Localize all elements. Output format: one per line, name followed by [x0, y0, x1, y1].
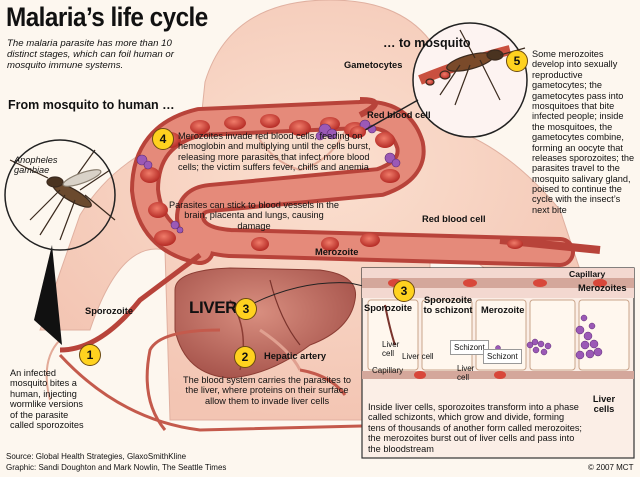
stage-3-badge: 3: [393, 280, 415, 302]
blood-vessel-loop: [129, 97, 575, 267]
label-capillary-top: Capillary: [569, 269, 606, 279]
pointer-line: [249, 282, 373, 306]
label-schizont-b: Schizont: [483, 349, 522, 364]
page-title: Malaria’s life cycle: [6, 2, 208, 32]
label-red-blood-cell-mid: Red blood cell: [422, 214, 486, 224]
stage-2-title: Hepatic artery: [264, 351, 327, 361]
magnifier-circle-left: [4, 139, 116, 251]
stage-5-text: Some merozoites develop into sexually re…: [532, 49, 635, 215]
label-capillary-bottom: Capillary: [372, 366, 404, 375]
liver-organ: [174, 267, 357, 379]
label-merozoite-vessel: Merozoite: [315, 247, 359, 257]
hepatic-artery: [145, 328, 221, 431]
section-to-mosquito: … to mosquito: [383, 36, 471, 50]
credit-source: Source: Global Health Strategies, GlaxoS…: [6, 452, 187, 461]
lower-vessel: [58, 353, 401, 432]
parasites-note: Parasites can stick to blood vessels in …: [168, 200, 340, 231]
intro-text: The malaria parasite has more than 10 di…: [7, 38, 174, 72]
red-blood-cell-mosquito: [350, 126, 366, 138]
stage-1-badge: 1: [79, 344, 101, 366]
label-sporozoite-inset: Sporozoite: [364, 303, 413, 313]
magnifier-line: [364, 99, 419, 131]
mosquito-right: [418, 29, 526, 106]
stage-3-text: Inside liver cells, sporozoites transfor…: [368, 402, 582, 454]
parasite-clusters: [136, 119, 401, 234]
label-schizont-a: Schizont: [450, 340, 489, 355]
arm-vessel: [59, 253, 202, 353]
stage-4-badge: 4: [152, 128, 174, 150]
mosquito-left: [9, 149, 116, 241]
label-liver-cell-mid: Liver cell: [402, 352, 434, 361]
label-liver: LIVER: [189, 298, 238, 317]
hepatic-artery-branch: [299, 368, 347, 396]
label-red-blood-cell-top: Red blood cell: [367, 110, 431, 120]
label-merozoite-inset: Merozoite: [481, 305, 525, 315]
stage-1-text: An infected mosquito bites a human, inje…: [10, 368, 84, 430]
stage-3-small-badge: 3: [235, 298, 257, 320]
stage-2-badge: 2: [234, 346, 256, 368]
label-liver-cell-bottom: Liver cell: [457, 364, 475, 383]
label-sporozoite-to-schizont: Sporozoite to schizont: [423, 295, 473, 316]
stage-5-badge: 5: [506, 50, 528, 72]
label-liver-cell-left: Liver cell: [382, 340, 400, 359]
credit-copyright: © 2007 MCT: [588, 463, 634, 472]
red-blood-cell-marker: [507, 239, 523, 249]
label-sporozoite-left: Sporozoite: [85, 306, 134, 316]
label-merozoites-right: Merozoites: [578, 283, 627, 293]
stage-4-text: Merozoites invade red blood cells, feedi…: [178, 131, 371, 173]
magnifier-cone: [34, 245, 62, 345]
section-from-mosquito: From mosquito to human …: [8, 98, 175, 112]
label-gametocytes: Gametocytes: [344, 60, 403, 70]
label-liver-cells-right: Liver cells: [592, 394, 616, 415]
stage-2-text: The blood system carries the parasites t…: [182, 375, 351, 406]
credit-graphic: Graphic: Sandi Doughton and Mark Nowlin,…: [6, 463, 227, 472]
label-anopheles: Anopheles gambiae: [14, 155, 58, 176]
